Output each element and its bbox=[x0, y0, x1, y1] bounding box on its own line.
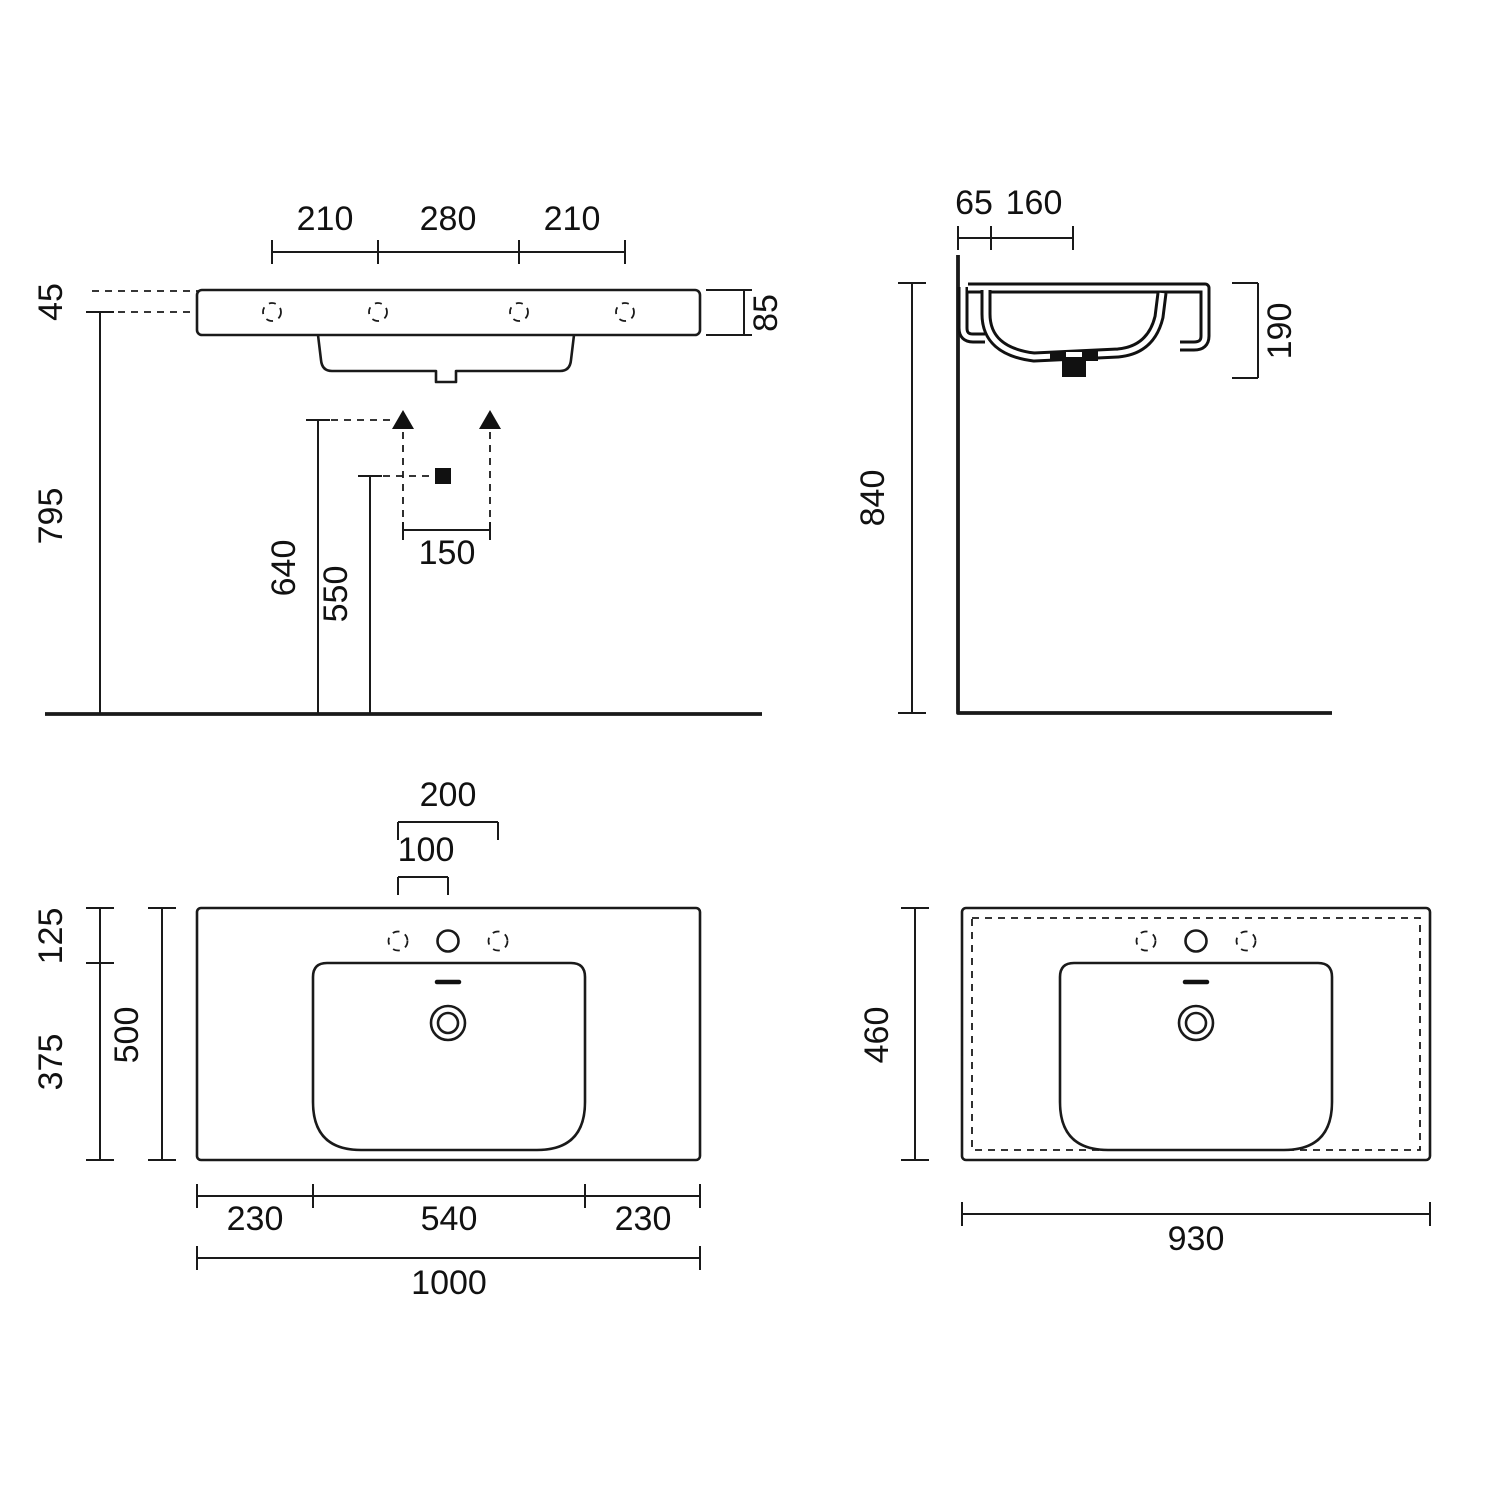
compact-width-dimension bbox=[961, 1202, 1431, 1226]
dim-label-bowl-width: 540 bbox=[421, 1200, 478, 1238]
tap-hole-dashed bbox=[615, 302, 635, 322]
bowl-plan-outline-compact bbox=[1058, 961, 1334, 1152]
tap-hole-dashed bbox=[262, 302, 282, 322]
drain-inner-circle-compact bbox=[1184, 1011, 1208, 1035]
tap-pitch-outer-dimension bbox=[397, 821, 499, 840]
dim-label-clearance-height: 840 bbox=[854, 470, 892, 527]
dim-label-tap-pitch-center: 280 bbox=[420, 200, 477, 238]
connection-dashed-lines bbox=[318, 419, 491, 522]
basin-front-outline bbox=[195, 288, 702, 337]
tap-hole-dashed bbox=[1135, 930, 1157, 952]
supply-symbol-right bbox=[479, 410, 501, 429]
basin-section-profile bbox=[957, 282, 1211, 377]
dim-label-wall-offset: 65 bbox=[955, 184, 993, 222]
drain-inner-circle bbox=[436, 1011, 460, 1035]
dim-label-ledge-right: 230 bbox=[615, 1200, 672, 1238]
drain-outer-circle bbox=[429, 1004, 467, 1042]
tap-hole-dashed bbox=[387, 930, 409, 952]
side-section-view: 65 160 190 840 bbox=[854, 184, 1332, 715]
edge-height-dimension bbox=[706, 289, 752, 336]
drain-slot-section bbox=[1066, 352, 1082, 357]
side-top-dimension bbox=[957, 226, 1074, 250]
profile-height-dimension bbox=[1232, 282, 1259, 379]
plan-view: 200 100 125 375 500 230 540 230 1000 bbox=[32, 776, 702, 1302]
drain-outer-circle-compact bbox=[1177, 1004, 1215, 1042]
waste-symbol bbox=[435, 468, 451, 484]
dim-label-tap-pitch-right: 210 bbox=[544, 200, 601, 238]
dim-label-back-ledge-depth: 125 bbox=[32, 908, 70, 965]
dim-label-waste-height: 550 bbox=[317, 566, 355, 623]
tap-pitch-inner-dimension bbox=[397, 876, 449, 895]
tap-hole-dashed bbox=[509, 302, 529, 322]
dim-label-top-to-tap-axis: 45 bbox=[32, 283, 70, 321]
dim-label-tap-pitch-inner: 100 bbox=[398, 831, 455, 869]
tap-hole-dashed bbox=[1235, 930, 1257, 952]
dim-label-rim-height: 795 bbox=[32, 488, 70, 545]
bowl-plan-outline bbox=[311, 961, 587, 1152]
dim-label-edge-height: 85 bbox=[747, 294, 785, 332]
front-top-dimension bbox=[271, 240, 626, 264]
supply-height-dimension bbox=[306, 419, 330, 714]
dim-label-overall-width: 1000 bbox=[411, 1264, 487, 1302]
tap-holes-plan-compact bbox=[1135, 929, 1257, 953]
overall-width-dimension bbox=[196, 1246, 701, 1270]
dim-label-tap-pitch-left: 210 bbox=[297, 200, 354, 238]
bowl-depth-dimension bbox=[86, 963, 114, 1161]
dim-label-overall-depth: 500 bbox=[108, 1007, 146, 1064]
compact-depth-dimension bbox=[901, 907, 929, 1161]
tap-hole-dashed bbox=[487, 930, 509, 952]
dim-label-tap-pitch-outer: 200 bbox=[420, 776, 477, 814]
tap-hole-center bbox=[1184, 929, 1208, 953]
dim-label-supply-height: 640 bbox=[265, 540, 303, 597]
supply-pitch-dimension bbox=[402, 522, 491, 540]
tap-holes-plan bbox=[387, 929, 509, 953]
rim-and-front-profile-inner bbox=[968, 285, 1208, 349]
drain-outlet-section bbox=[1062, 360, 1086, 377]
waste-height-dimension bbox=[358, 475, 382, 714]
wall-and-floor-line bbox=[956, 255, 1332, 715]
tap-holes-front bbox=[262, 302, 635, 322]
clearance-height-dimension bbox=[898, 282, 926, 714]
tap-hole-center bbox=[436, 929, 460, 953]
dim-label-bowl-depth: 375 bbox=[32, 1034, 70, 1091]
dim-label-compact-depth: 460 bbox=[858, 1007, 896, 1064]
overall-depth-dimension bbox=[148, 907, 176, 1161]
dim-label-ledge-left: 230 bbox=[227, 1200, 284, 1238]
supply-symbol-left bbox=[392, 410, 414, 429]
tap-hole-dashed bbox=[368, 302, 388, 322]
front-elevation-view: 210 280 210 45 795 85 640 550 150 bbox=[32, 200, 785, 716]
dim-label-compact-width: 930 bbox=[1168, 1220, 1225, 1258]
plan-bottom-dimension bbox=[196, 1184, 701, 1208]
bowl-underside-front bbox=[316, 334, 576, 384]
dim-label-fixing-depth: 160 bbox=[1006, 184, 1063, 222]
dim-label-profile-height: 190 bbox=[1261, 303, 1299, 360]
plan-compact-view: 460 930 bbox=[858, 906, 1432, 1258]
dim-label-supply-pitch: 150 bbox=[419, 534, 476, 572]
wall-bracket-profile-inner bbox=[960, 287, 985, 341]
bowl-shell-profile-inner bbox=[983, 290, 1165, 360]
